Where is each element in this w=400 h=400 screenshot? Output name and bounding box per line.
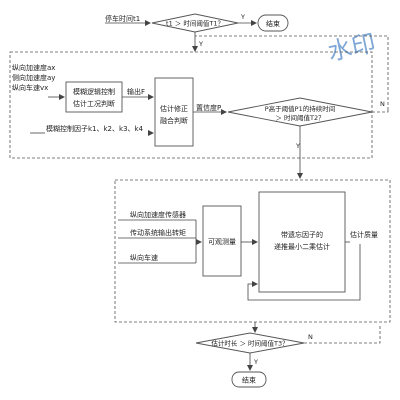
label-y-p: Y (295, 142, 300, 150)
control-factor-label: 模糊控制因子k1、k2、k3、k4 (46, 124, 144, 133)
fuzzy-box (65, 81, 123, 113)
confidence-label: 置信度P (196, 103, 221, 112)
decision-t3-label: 估计时长 ＞ 时间阈值T3？ (211, 339, 288, 348)
label-y-t1: Y (240, 13, 245, 21)
fuzzy-line2: 估计工况判断 (73, 99, 115, 108)
rls-line2: 递推最小二乘估计 (274, 242, 330, 251)
fusion-line1: 估计修正 (160, 104, 188, 113)
output-f-label: 输出F (127, 87, 145, 96)
input-ay: 侧向加速度ay (12, 73, 55, 82)
region-fuzzy (9, 51, 373, 159)
rls-line1: 带遗忘因子的 (281, 230, 323, 239)
input-ax: 纵向加速度ax (12, 63, 55, 72)
end-top (257, 14, 289, 32)
sensor-torque: 传动系统输出转矩 (130, 228, 186, 237)
loop-top-return (195, 35, 389, 110)
input-vx: 纵向车速vx (12, 83, 48, 92)
label-y-t1-down: Y (198, 40, 203, 48)
watermark: 水印 (325, 29, 378, 66)
observer-box (202, 205, 242, 277)
label-y-t3: Y (253, 358, 258, 366)
mass-estimate-label: 估计质量 (350, 230, 378, 239)
end-bottom (231, 371, 267, 388)
sensor-vx: 纵向车速 (130, 253, 158, 262)
feedback-loop (247, 244, 361, 301)
region-estimation (114, 179, 391, 323)
fuzzy-line1: 模糊逻辑控制 (73, 87, 115, 96)
rls-box (258, 191, 346, 293)
end-bottom-label: 结束 (242, 376, 256, 385)
decision-p-line2: ＞ 时间阈值T2？ (275, 113, 324, 122)
sensor-ax: 纵向加速度传感器 (130, 210, 186, 219)
fusion-line2: 融合判断 (160, 116, 188, 125)
fusion-box (154, 77, 194, 147)
label-n-p: N (380, 100, 385, 108)
end-top-label: 结束 (266, 19, 280, 28)
decision-t1-label: t1 ＞ 时间阈值T1？ (166, 19, 224, 28)
label-n-t3: N (308, 333, 313, 341)
loop-t3-no (304, 324, 381, 344)
decision-p-line1: P高于阈值P1的持续时间 (265, 104, 335, 113)
observer-label: 可观测量 (208, 238, 236, 246)
loop-p-no (372, 110, 389, 113)
park-time-label: 停车时间t1 (105, 14, 140, 23)
